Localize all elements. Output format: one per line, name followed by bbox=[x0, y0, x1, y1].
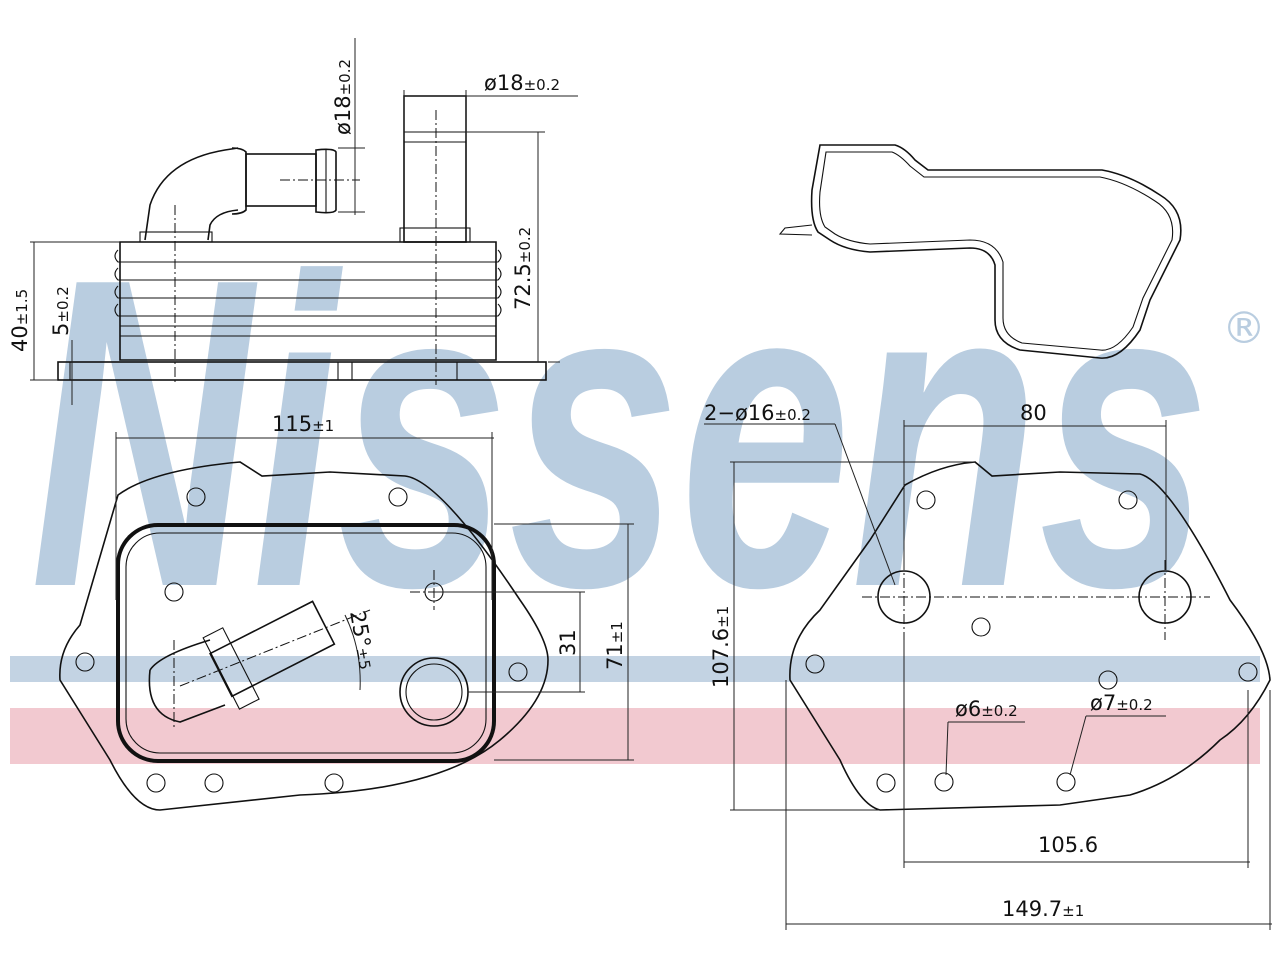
front-view-left bbox=[59, 461, 549, 811]
dim-body-height: 72.5 bbox=[511, 263, 535, 310]
svg-text:ø6±0.2: ø6±0.2 bbox=[955, 697, 1018, 721]
side-view-dimensions: ø18±0.2 ø18±0.2 72.5±0.2 40±1.5 5±0.2 bbox=[8, 38, 578, 405]
dim-plate-thickness-tol: ±0.2 bbox=[54, 286, 72, 322]
svg-text:115±1: 115±1 bbox=[272, 412, 334, 436]
dim-top-pipe-tol: ±0.2 bbox=[336, 59, 354, 95]
dim-angle-tol: ±5 bbox=[353, 646, 375, 671]
svg-text:72.5±0.2: 72.5±0.2 bbox=[511, 227, 535, 310]
dim-total-height-tol: ±1.5 bbox=[13, 289, 31, 325]
dim-depth: 71 bbox=[603, 643, 627, 670]
side-view bbox=[57, 95, 547, 385]
dim-side-pipe-tol: ±0.2 bbox=[524, 76, 560, 94]
svg-text:ø18±0.2: ø18±0.2 bbox=[331, 59, 355, 135]
dim-bolt-spacing: 105.6 bbox=[1038, 833, 1098, 857]
dim-width-main-tol: ±1 bbox=[312, 417, 334, 435]
front-view-left-dimensions: 115±1 25°±5 31 71±1 bbox=[115, 412, 634, 761]
svg-text:5±0.2: 5±0.2 bbox=[49, 286, 73, 336]
svg-text:2−ø16±0.2: 2−ø16±0.2 bbox=[704, 401, 811, 425]
dim-hole-spacing: 80 bbox=[1020, 401, 1047, 425]
dim-side-pipe-dia: ø18 bbox=[484, 71, 524, 95]
gasket-view bbox=[778, 144, 1182, 359]
svg-text:40±1.5: 40±1.5 bbox=[8, 289, 32, 352]
svg-text:ø18±0.2: ø18±0.2 bbox=[484, 71, 560, 95]
dim-small-hole-b-tol: ±0.2 bbox=[1116, 696, 1152, 714]
dim-small-hole-a: ø6 bbox=[955, 697, 981, 721]
dim-width-main: 115 bbox=[272, 412, 312, 436]
dim-body-height-tol: ±0.2 bbox=[516, 227, 534, 263]
dim-total-height: 40 bbox=[8, 325, 32, 352]
watermark: Nissens ® bbox=[10, 188, 1266, 764]
dim-small-hole-a-tol: ±0.2 bbox=[981, 702, 1017, 720]
svg-text:71±1: 71±1 bbox=[603, 621, 627, 670]
dim-holes-tol: ±0.2 bbox=[775, 406, 811, 424]
svg-text:ø7±0.2: ø7±0.2 bbox=[1090, 691, 1153, 715]
svg-text:107.6±1: 107.6±1 bbox=[709, 606, 733, 688]
dim-top-pipe-dia: ø18 bbox=[331, 95, 355, 135]
dim-small-hole-b: ø7 bbox=[1090, 691, 1116, 715]
dim-plate-width-tol: ±1 bbox=[1062, 902, 1084, 920]
dim-plate-height: 107.6 bbox=[709, 628, 733, 688]
front-view-right bbox=[789, 461, 1271, 811]
svg-text:149.7±1: 149.7±1 bbox=[1002, 897, 1084, 921]
watermark-registered-mark: ® bbox=[1222, 303, 1266, 354]
dim-plate-thickness: 5 bbox=[49, 323, 73, 336]
dim-depth-tol: ±1 bbox=[608, 621, 626, 643]
dim-holes-label: 2−ø16 bbox=[704, 401, 775, 425]
dim-plate-height-tol: ±1 bbox=[714, 606, 732, 628]
watermark-stripe-red bbox=[10, 708, 1260, 764]
dim-offset: 31 bbox=[556, 629, 580, 656]
front-view-right-dimensions: 2−ø16±0.2 80 107.6±1 ø6±0.2 ø7±0.2 105.6 bbox=[704, 401, 1272, 930]
dim-plate-width: 149.7 bbox=[1002, 897, 1062, 921]
